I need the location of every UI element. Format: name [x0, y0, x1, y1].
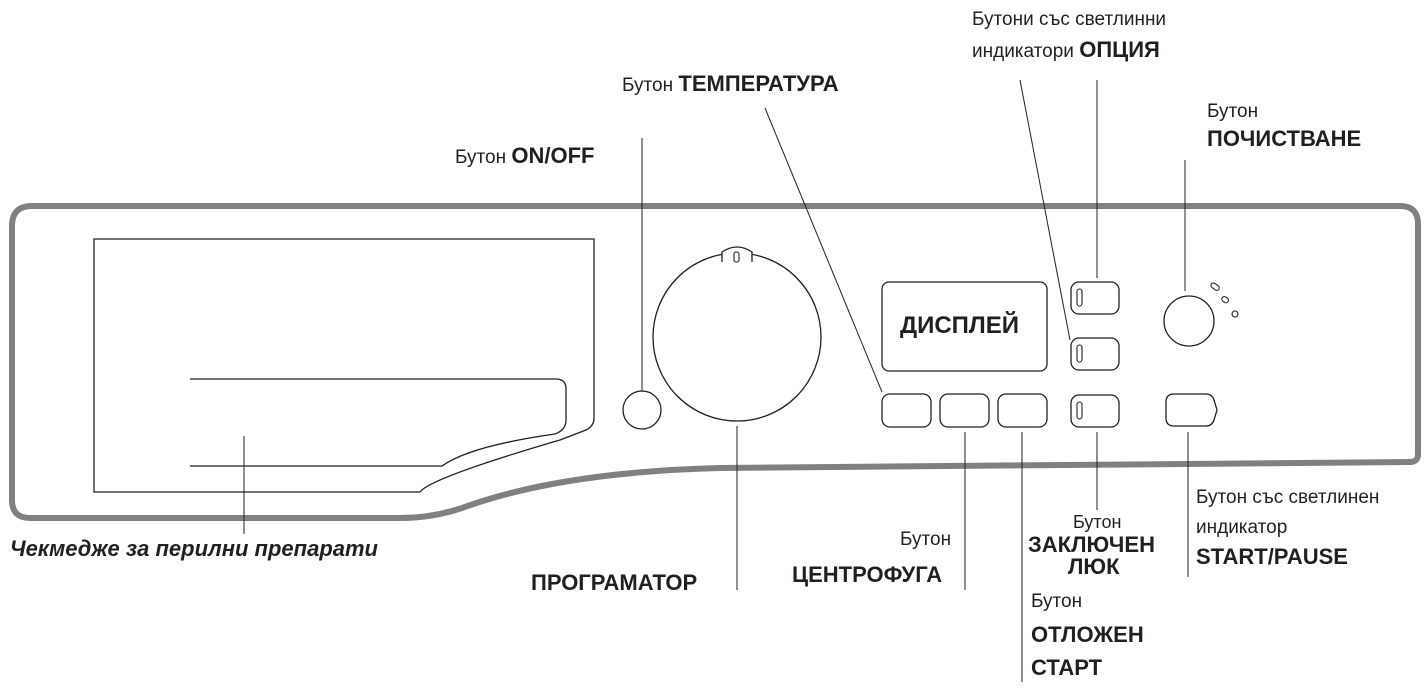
cleaning-label-prefix: Бутон: [1207, 101, 1259, 122]
spin-label-prefix: Бутон: [900, 529, 952, 550]
options-label-line2: индикатори ОПЦИЯ: [972, 36, 1160, 66]
door-lock-label-bold2: ЛЮК: [1068, 554, 1120, 579]
start-pause-button[interactable]: [1165, 393, 1218, 427]
on-off-label-prefix: Бутон: [455, 147, 507, 168]
leader-options-2: [1019, 79, 1071, 341]
dial-pointer-mark: [733, 251, 740, 263]
panel-outline: [9, 203, 1421, 521]
door-lock-label-bold1: ЗАКЛЮЧЕН: [1028, 532, 1155, 557]
dial-pointer-notch: [721, 246, 753, 262]
options-label-prefix: индикатори: [972, 41, 1074, 62]
temperature-button[interactable]: [881, 393, 932, 428]
door-lock-button[interactable]: [1070, 394, 1120, 428]
temperature-label-bold: ТЕМПЕРАТУРА: [678, 71, 839, 96]
drawer-label: Чекмедже за перилни препарати: [10, 536, 378, 561]
start-label-bold: START/PAUSE: [1196, 544, 1348, 569]
cleaning-knob[interactable]: [1163, 295, 1215, 347]
option-button-1[interactable]: [1070, 281, 1120, 315]
start-label-line2: индикатор: [1196, 517, 1288, 538]
cleaning-label-bold: ПОЧИСТВАНЕ: [1207, 126, 1362, 151]
drawer-handle-recess: [190, 378, 567, 467]
on-off-button[interactable]: [622, 390, 662, 430]
cleaning-indicator-2: [1221, 296, 1229, 304]
cleaning-indicator-1: [1210, 282, 1220, 291]
option-indicator-1: [1076, 288, 1083, 307]
start-label-line1: Бутон със светлинен: [1196, 487, 1380, 508]
on-off-label: Бутон ON/OFF: [455, 142, 595, 172]
programmer-label: ПРОГРАМАТОР: [531, 570, 698, 595]
cleaning-indicator-3: [1231, 310, 1239, 318]
delay-label-bold2: СТАРТ: [1031, 655, 1103, 680]
delay-label-bold1: ОТЛОЖЕН: [1031, 622, 1144, 647]
display-screen: [881, 281, 1048, 372]
door-lock-indicator: [1076, 401, 1083, 420]
spin-label-bold: ЦЕНТРОФУГА: [792, 562, 943, 587]
temperature-label: Бутон ТЕМПЕРАТУРА: [622, 70, 839, 100]
drawer-outline: [93, 238, 595, 493]
option-button-2[interactable]: [1070, 337, 1120, 371]
on-off-label-bold: ON/OFF: [511, 143, 595, 168]
spin-button[interactable]: [939, 393, 990, 428]
delay-label-prefix: Бутон: [1031, 591, 1083, 612]
programmer-dial[interactable]: [652, 252, 822, 422]
options-label-line1: Бутони със светлинни: [972, 9, 1167, 30]
options-label-bold: ОПЦИЯ: [1079, 37, 1160, 62]
display-label: ДИСПЛЕЙ: [900, 312, 1020, 339]
leader-temperature: [764, 107, 883, 393]
door-lock-label-prefix: Бутон: [1073, 512, 1122, 532]
option-indicator-2: [1076, 344, 1083, 363]
delay-start-button[interactable]: [997, 393, 1048, 428]
temperature-label-prefix: Бутон: [622, 75, 674, 96]
